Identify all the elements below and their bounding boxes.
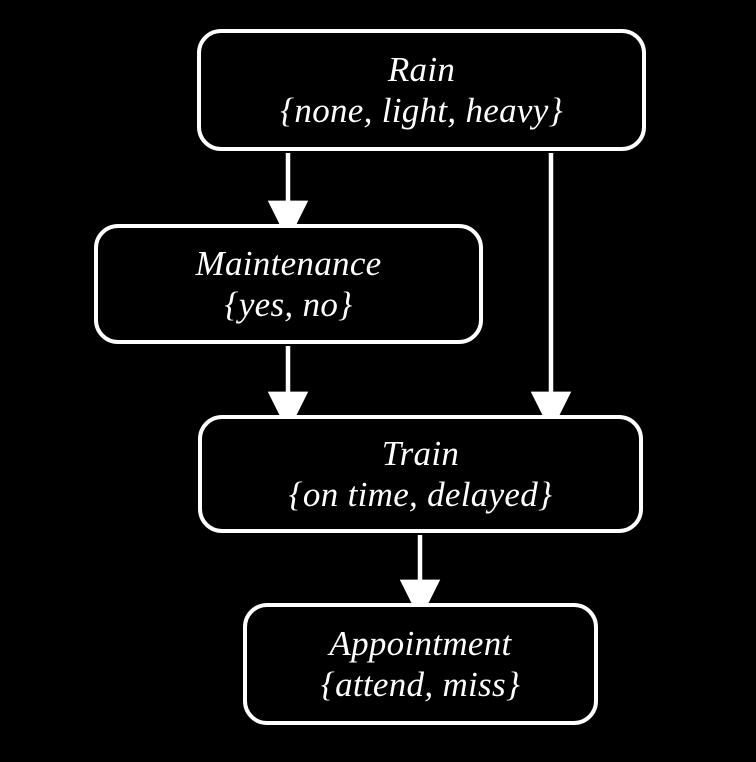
node-appointment-states: {attend, miss} [320, 664, 521, 704]
node-train-label: Train [381, 434, 460, 474]
node-rain-states: {none, light, heavy} [280, 90, 563, 130]
node-maintenance-states: {yes, no} [224, 284, 353, 324]
node-train[interactable]: Train {on time, delayed} [198, 415, 643, 533]
node-appointment-label: Appointment [329, 624, 512, 664]
node-rain-label: Rain [387, 50, 456, 90]
node-train-states: {on time, delayed} [288, 474, 553, 514]
node-appointment[interactable]: Appointment {attend, miss} [243, 603, 598, 725]
node-rain[interactable]: Rain {none, light, heavy} [197, 29, 646, 151]
node-maintenance[interactable]: Maintenance {yes, no} [94, 224, 483, 344]
node-maintenance-label: Maintenance [195, 244, 382, 284]
